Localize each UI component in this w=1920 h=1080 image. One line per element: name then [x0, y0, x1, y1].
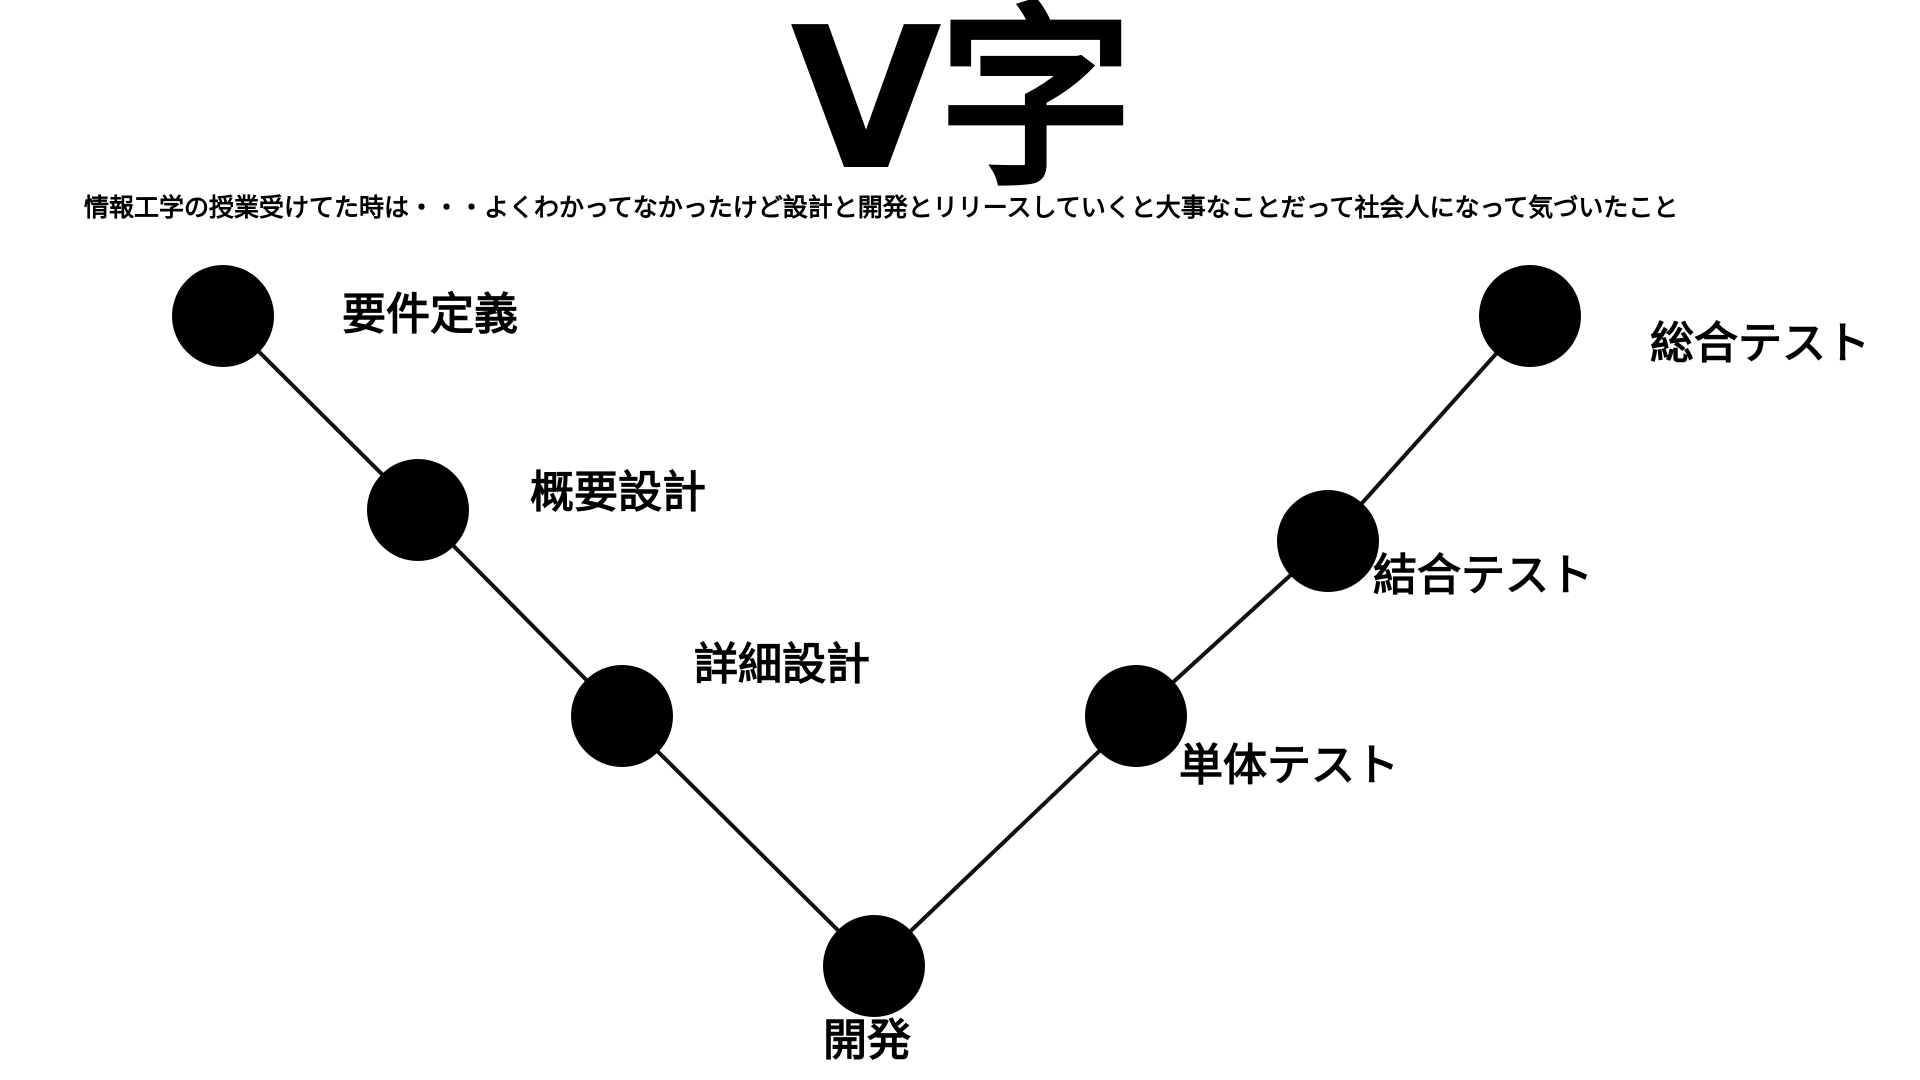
stage-node-requirements — [172, 265, 274, 367]
stage-label-detailed-design: 詳細設計 — [694, 639, 870, 690]
slide-subtitle: 情報工学の授業受けてた時は・・・よくわかってなかったけど設計と開発とリリースして… — [84, 193, 1679, 222]
stage-node-basic-design — [367, 459, 469, 561]
stage-label-basic-design: 概要設計 — [530, 467, 706, 518]
stage-node-development — [823, 915, 925, 1017]
stage-node-unit-test — [1085, 665, 1187, 767]
stage-label-integration-test: 結合テスト — [1373, 550, 1593, 601]
stage-node-integration-test — [1277, 490, 1379, 592]
stage-label-unit-test: 単体テスト — [1179, 740, 1399, 791]
v-edge-detailed-design-to-development — [620, 714, 876, 968]
stage-node-detailed-design — [571, 665, 673, 767]
slide-title: V字 — [790, 0, 1134, 214]
v-nodes — [172, 265, 1581, 1017]
stage-label-requirements: 要件定義 — [342, 289, 518, 340]
stage-label-system-test: 総合テスト — [1650, 318, 1870, 369]
stage-node-system-test — [1479, 265, 1581, 367]
v-edges — [221, 314, 1532, 968]
v-edge-development-to-unit-test — [872, 714, 1138, 968]
stage-label-development: 開発 — [823, 1015, 911, 1066]
